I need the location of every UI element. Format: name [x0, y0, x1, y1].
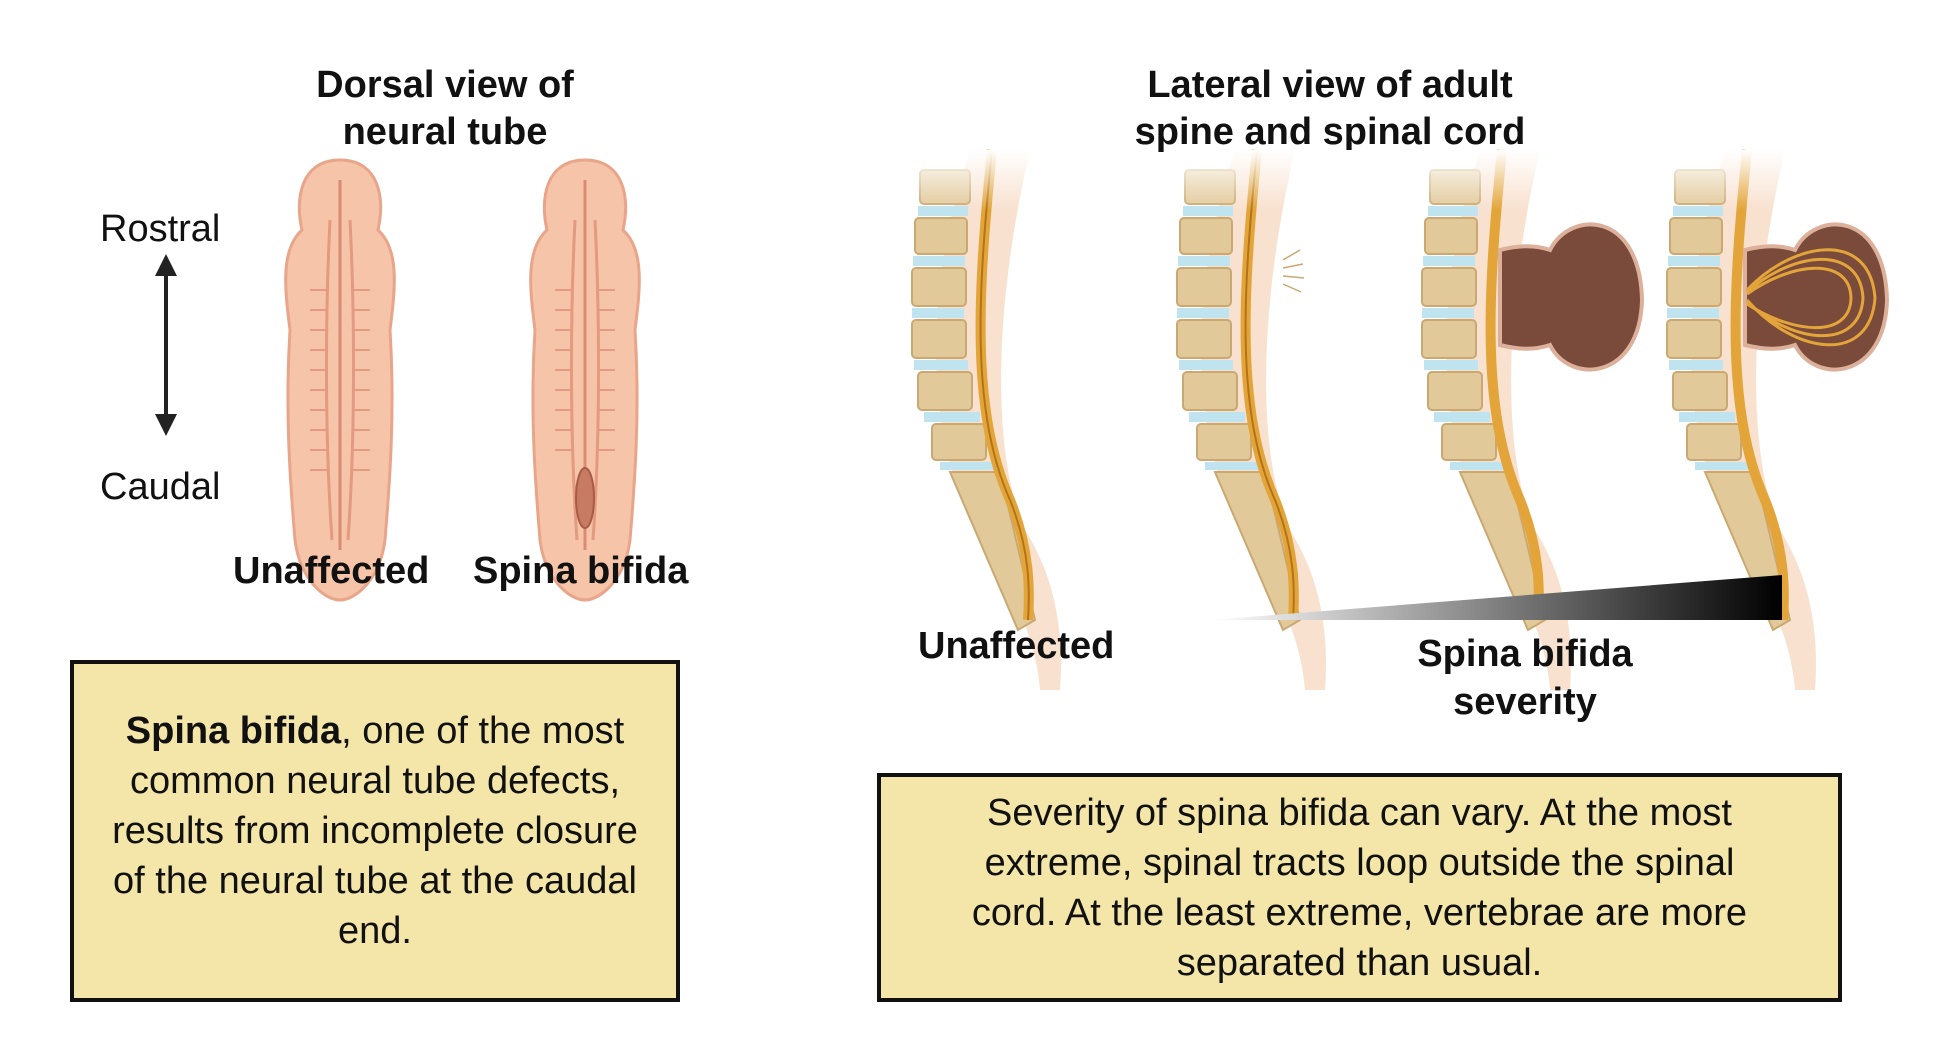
left-label-spina-bifida: Spina bifida — [473, 550, 689, 592]
right-label-unaffected: Unaffected — [918, 625, 1115, 667]
left-title-line2: neural tube — [342, 111, 548, 153]
severity-label: Spina bifida severity — [1375, 630, 1675, 726]
left-description-box: Spina bifida, one of the most common neu… — [70, 660, 680, 1002]
left-panel-title: Dorsal view of neural tube — [250, 62, 640, 156]
right-panel-title: Lateral view of adult spine and spinal c… — [1080, 62, 1580, 156]
axis-rostral-label: Rostral — [100, 208, 221, 250]
left-description-text: Spina bifida, one of the most common neu… — [104, 706, 646, 956]
severity-line2: severity — [1453, 681, 1597, 723]
severity-gradient-wedge — [1210, 575, 1782, 620]
left-label-unaffected: Unaffected — [233, 550, 430, 592]
axis-caudal-label: Caudal — [100, 466, 221, 508]
spine-moderate — [1410, 149, 1650, 690]
left-description-bold: Spina bifida — [125, 710, 342, 752]
neural-tube-spina-bifida — [529, 158, 641, 602]
left-title-line1: Dorsal view of — [316, 64, 574, 106]
rostral-caudal-arrow — [155, 254, 177, 436]
left-description-body: , one of the most common neural tube def… — [112, 710, 638, 952]
severity-line1: Spina bifida — [1417, 633, 1633, 675]
right-title-line2: spine and spinal cord — [1134, 111, 1526, 153]
spine-severe — [1655, 149, 1895, 690]
right-title-line1: Lateral view of adult — [1147, 64, 1513, 106]
neural-tube-unaffected — [284, 158, 396, 602]
right-description-box: Severity of spina bifida can vary. At th… — [877, 773, 1842, 1002]
right-description-text: Severity of spina bifida can vary. At th… — [971, 791, 1748, 984]
spine-unaffected — [900, 149, 1100, 690]
spine-mild — [1165, 149, 1365, 690]
